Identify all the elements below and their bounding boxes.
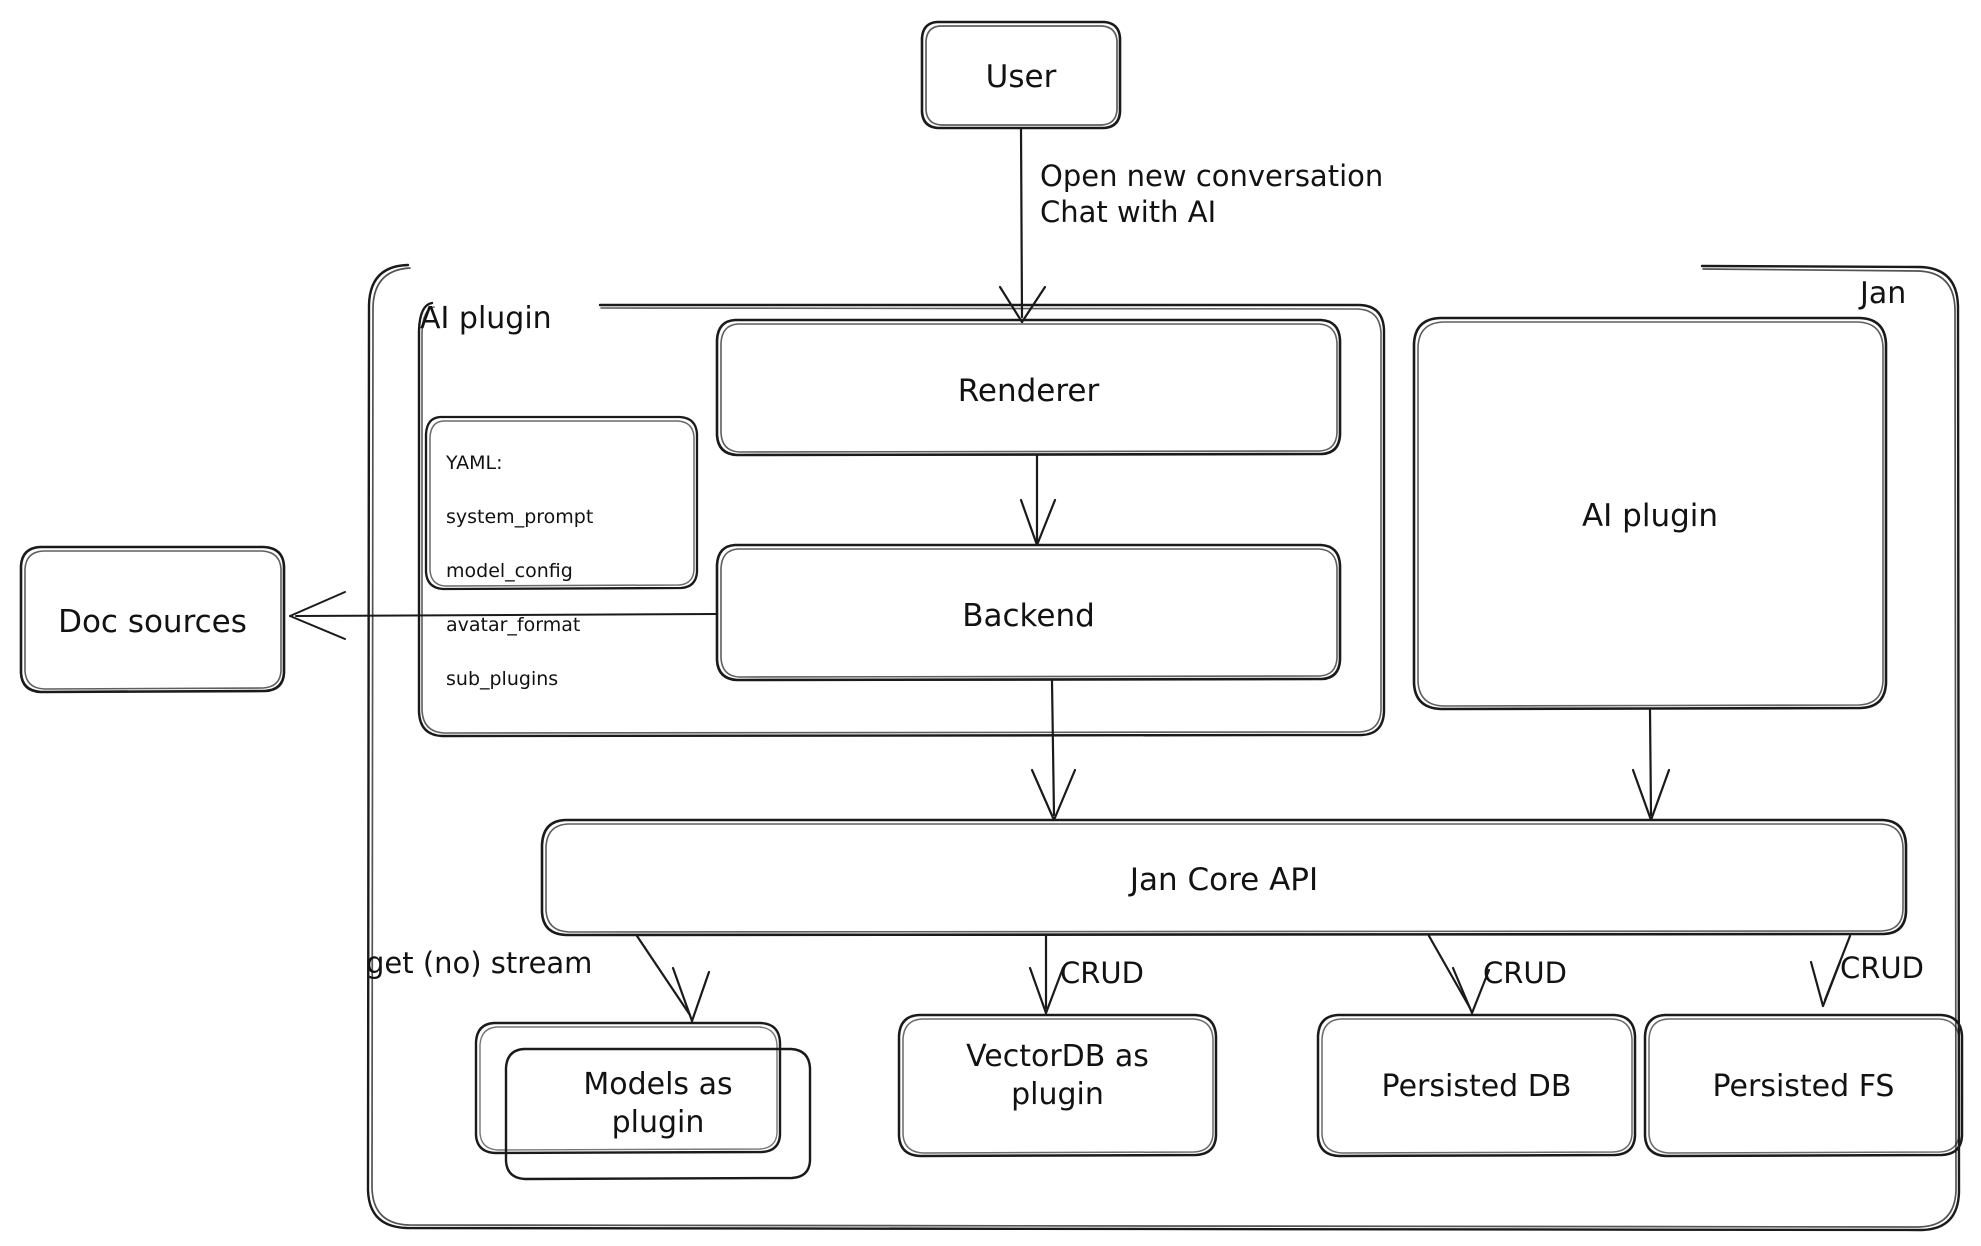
edge-ai-plugin-to-jan-core-api [1631, 708, 1671, 822]
edge-core-to-models [635, 934, 711, 1023]
edge-core-to-persisted-fs [1809, 934, 1852, 1008]
edge-backend-to-jan-core-api [1030, 679, 1077, 822]
edge-core-to-vectordb [1028, 934, 1065, 1015]
node-renderer-outline[interactable] [715, 318, 1342, 457]
edge-backend-to-doc-sources [289, 591, 717, 640]
edge-renderer-to-backend [1019, 454, 1057, 547]
node-persisted-db-outline[interactable] [1316, 1013, 1637, 1158]
edge-user-to-renderer [998, 127, 1047, 324]
node-user-outline[interactable] [920, 20, 1122, 130]
node-jan-core-api-outline[interactable] [540, 818, 1908, 937]
node-doc-sources-outline[interactable] [19, 545, 286, 694]
node-vectordb-as-plugin-outline[interactable] [897, 1013, 1218, 1158]
edge-core-to-persisted-db [1427, 934, 1491, 1015]
node-backend-outline[interactable] [715, 543, 1342, 682]
group-jan-outline [366, 263, 1961, 1232]
node-models-as-plugin-outline[interactable] [474, 1021, 812, 1181]
node-persisted-fs-outline[interactable] [1643, 1013, 1964, 1158]
node-ai-plugin-outline[interactable] [1412, 316, 1888, 711]
node-yaml-card-outline [424, 415, 699, 591]
group-ai-plugin-outline [417, 301, 1386, 738]
